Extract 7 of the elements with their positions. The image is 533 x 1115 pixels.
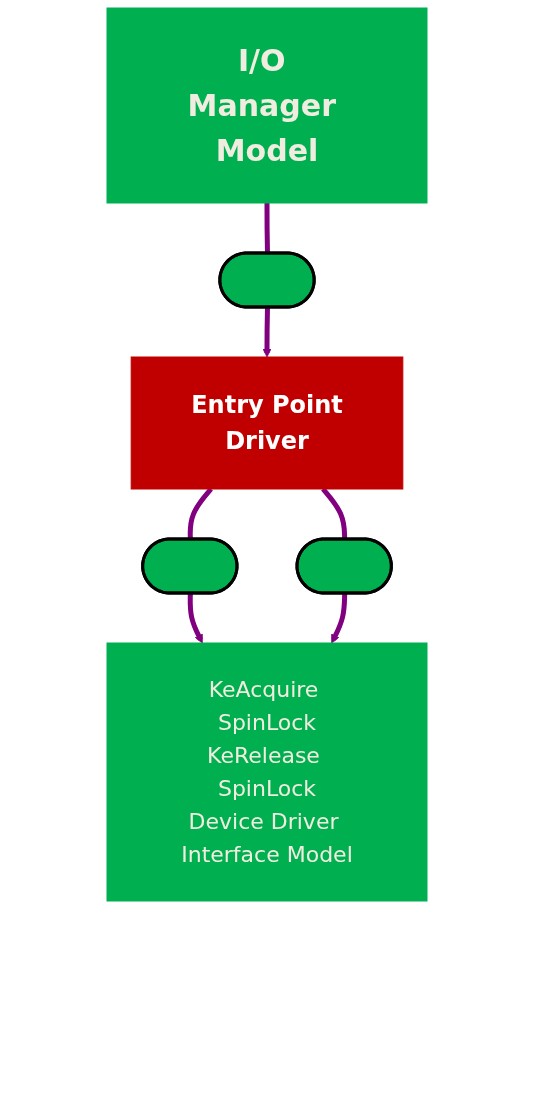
arrow [187,593,203,644]
arrow [330,593,347,644]
node-box: Entry Point Driver [130,356,403,490]
node-box: I/O Manager Model [106,7,427,204]
connector [264,203,270,254]
arrow [262,307,271,358]
node-box: KeAcquire SpinLock KeRelease SpinLock Device Driver Interface Model [106,642,427,902]
